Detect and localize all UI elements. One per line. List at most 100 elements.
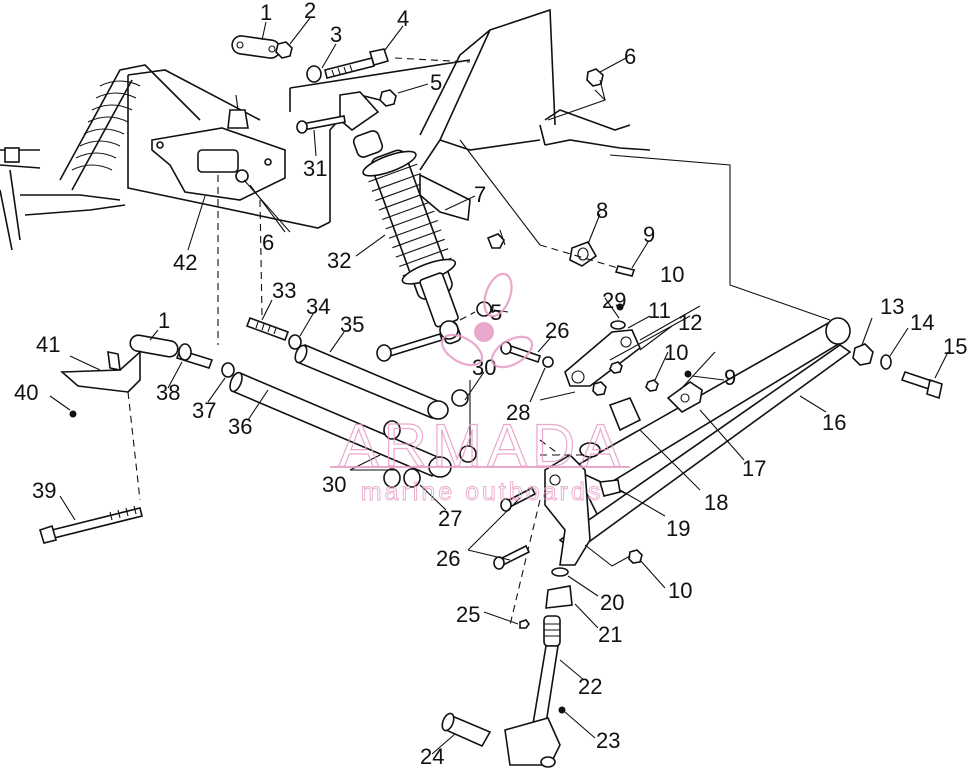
callout-36: 36 (228, 414, 252, 439)
callout-12: 12 (678, 310, 702, 335)
bracket-18 (608, 397, 642, 432)
callout-41: 41 (36, 332, 60, 357)
watermark-rule (330, 466, 630, 468)
callout-30-lower: 30 (322, 472, 346, 497)
spindle-housing (544, 442, 621, 566)
mount-bracket (151, 94, 286, 201)
nut-13 (852, 343, 874, 366)
bolt-38 (175, 343, 214, 369)
callout-19: 19 (666, 516, 690, 541)
callout-22: 22 (578, 674, 602, 699)
bolt-9-upper (614, 265, 636, 277)
callout-33: 33 (272, 278, 296, 303)
callout-21: 21 (598, 622, 622, 647)
callout-9-upper: 9 (643, 222, 655, 247)
bushing-30-d (383, 468, 401, 488)
callout-10-lower: 10 (668, 578, 692, 603)
callout-35: 35 (340, 312, 364, 337)
bolt-25 (519, 619, 530, 629)
callout-1-lower: 1 (158, 308, 170, 333)
callout-26-upper: 26 (545, 318, 569, 343)
washer-14 (880, 354, 892, 370)
nut-10-upper (616, 303, 624, 311)
callout-5-upper: 5 (430, 70, 442, 95)
callout-28: 28 (506, 400, 530, 425)
bolt-33 (245, 316, 290, 342)
callout-3: 3 (330, 22, 342, 47)
callout-6-lower: 6 (262, 230, 274, 255)
ski-bushing-24 (441, 712, 492, 748)
callout-17: 17 (742, 456, 766, 481)
bushing-30-c (459, 445, 477, 463)
tube-35 (294, 343, 449, 420)
nut-10-right (645, 379, 659, 392)
callout-13: 13 (880, 294, 904, 319)
callout-labels: 1 2 3 4 5 6 31 42 7 8 9 10 32 33 34 35 1… (14, 0, 967, 768)
callout-10-upper: 10 (660, 262, 684, 287)
callout-5-lower: 5 (490, 300, 502, 325)
link-plate-lower (129, 334, 179, 358)
callout-8: 8 (596, 198, 608, 223)
bushing-17 (666, 381, 703, 413)
watermark-tagline: marine outboards (361, 478, 604, 506)
nut-2 (275, 41, 293, 59)
tube-36 (229, 371, 452, 478)
spacer-34 (288, 334, 302, 350)
callout-9-mid: 9 (724, 365, 736, 390)
bolt-4 (324, 48, 390, 79)
bolt-40 (69, 410, 77, 418)
nut-10-mid (592, 381, 607, 396)
frame-bracket-7 (419, 173, 471, 222)
bolt-39 (39, 505, 143, 544)
callout-31-upper: 31 (303, 156, 327, 181)
shock-absorber (352, 130, 462, 345)
callout-37: 37 (192, 398, 216, 423)
callout-4: 4 (397, 6, 409, 31)
callout-1-top: 1 (260, 0, 272, 25)
propeller-logo-icon (440, 272, 534, 369)
watermark-brand: ARMADA (339, 412, 626, 479)
link-arm (564, 329, 641, 387)
watermark: ARMADA marine outboards (330, 272, 630, 506)
callout-29: 29 (602, 288, 626, 313)
bushing-8 (569, 241, 598, 267)
callout-25: 25 (456, 602, 480, 627)
callout-10-right: 10 (664, 340, 688, 365)
washer-3 (306, 65, 322, 83)
nut-5-upper (379, 89, 397, 107)
spindle-22 (504, 615, 561, 768)
bushing-21 (545, 585, 573, 609)
callout-16: 16 (822, 410, 846, 435)
bushing-30-b (383, 420, 401, 440)
callout-15: 15 (943, 334, 967, 359)
bushing-30-a (451, 389, 469, 407)
bolt-31-upper (296, 115, 346, 134)
nut-28 (542, 356, 554, 368)
callout-27: 27 (438, 506, 462, 531)
callout-40: 40 (14, 380, 38, 405)
callout-34: 34 (306, 294, 330, 319)
shock-upper-mount (339, 91, 380, 132)
bolt-26-upper (500, 341, 542, 364)
leader-lines (49, 17, 949, 755)
bracket-41 (59, 350, 141, 393)
callout-42: 42 (173, 250, 197, 275)
nut-12 (609, 361, 623, 374)
callout-26-lower: 26 (436, 546, 460, 571)
callout-38: 38 (156, 380, 180, 405)
callout-2: 2 (304, 0, 316, 23)
callout-7: 7 (474, 182, 486, 207)
nut-9-mid (684, 370, 692, 378)
left-shock-assembly (0, 64, 201, 251)
fastener-7 (486, 233, 505, 249)
callout-24: 24 (420, 744, 444, 768)
callout-39: 39 (32, 478, 56, 503)
a-arm (558, 317, 852, 554)
bushing-27 (403, 468, 421, 488)
washer-29 (610, 320, 626, 330)
callout-6-upper: 6 (624, 44, 636, 69)
nut-37 (221, 362, 235, 378)
washer-20 (551, 567, 569, 577)
